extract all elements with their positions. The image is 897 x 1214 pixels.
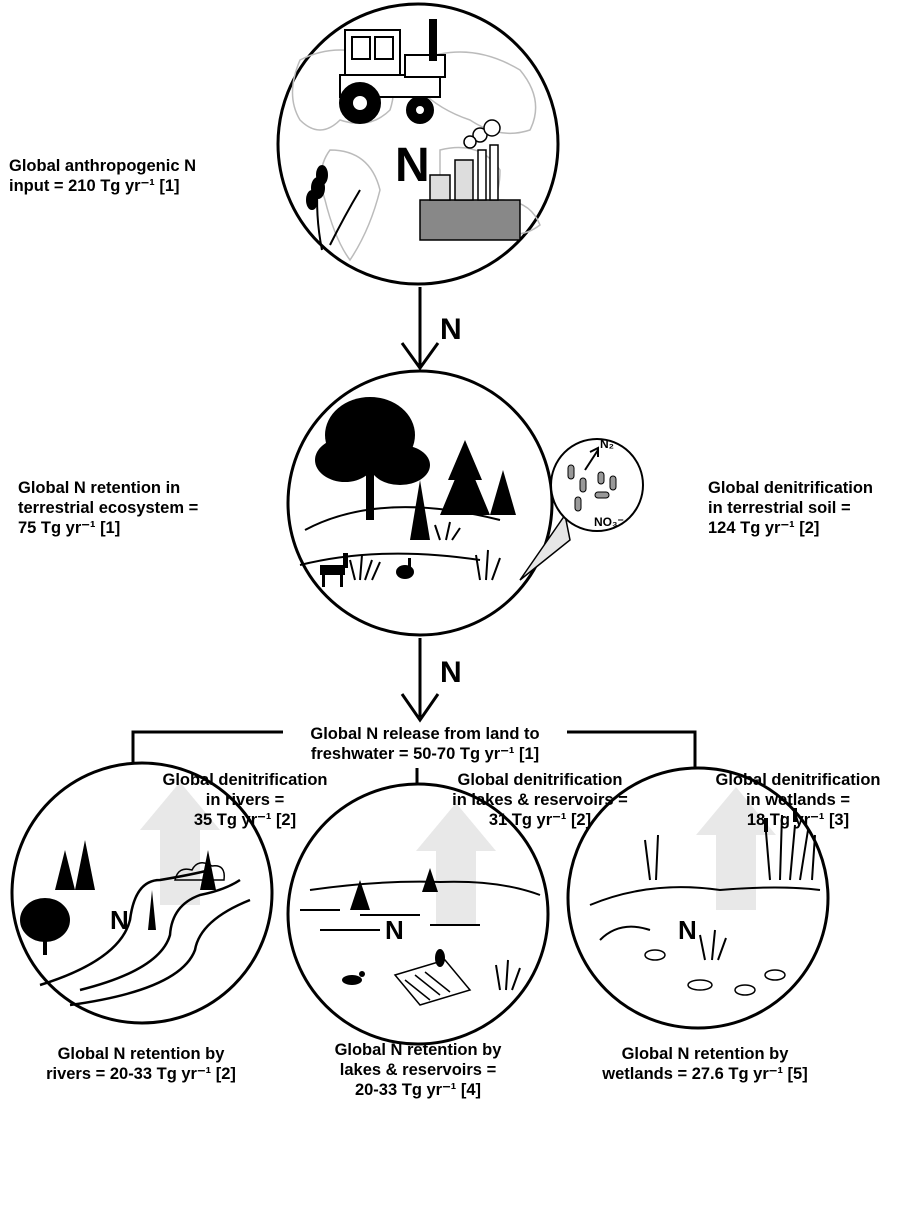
wetlands-circle — [566, 766, 830, 1030]
soil-inset-circle — [550, 438, 644, 532]
grass-icon — [349, 521, 501, 581]
wetlands-denitrification-label: Global denitrification in wetlands = 18 … — [700, 770, 896, 830]
zoom-callout — [519, 513, 571, 581]
lakes-denitrification-label: Global denitrification in lakes & reserv… — [425, 770, 655, 830]
label-line: Global N retention by — [621, 1045, 789, 1063]
rabbit-icon — [396, 558, 414, 579]
label-line: Global N retention by — [57, 1045, 225, 1063]
rivers-circle — [10, 761, 274, 1025]
lily-pad-icon — [644, 949, 786, 996]
arrow2-n-letter: N — [440, 656, 462, 689]
globe-n-letter: N — [395, 139, 430, 192]
label-line: in rivers = — [205, 791, 285, 809]
label-line: 124 Tg yr⁻¹ [2] — [708, 519, 820, 537]
n2-release-arrow — [584, 446, 599, 471]
lakes-circle — [286, 782, 550, 1046]
label-line: terrestrial ecosystem = — [18, 499, 199, 517]
wheat-icon — [306, 165, 361, 251]
global-input-circle — [276, 2, 560, 286]
arrow-input-to-terrestrial — [400, 287, 440, 371]
label-line: lakes & reservoirs = — [339, 1061, 497, 1079]
soil-denitrification-label: Global denitrification in terrestrial so… — [708, 478, 873, 538]
tractor-icon — [339, 19, 446, 124]
tree-icon — [315, 397, 430, 520]
dock-icon — [393, 959, 472, 1006]
label-line: Global denitrification — [457, 771, 623, 789]
lake-shore — [300, 880, 541, 931]
label-line: Global anthropogenic N — [9, 157, 197, 175]
label-line: input = 210 Tg yr⁻¹ [1] — [9, 177, 180, 195]
label-line: Global denitrification — [708, 479, 874, 497]
lakes-n-letter: N — [385, 915, 404, 945]
rivers-denitrification-label: Global denitrification in rivers = 35 Tg… — [135, 770, 355, 830]
lakes-retention-label: Global N retention by lakes & reservoirs… — [298, 1040, 538, 1100]
n2-label: N₂ — [600, 437, 614, 451]
denitrification-arrow — [140, 782, 220, 905]
label-line: Global denitrification — [715, 771, 881, 789]
terrestrial-retention-label: Global N retention in terrestrial ecosys… — [18, 478, 198, 538]
label-line: wetlands = 27.6 Tg yr⁻¹ [5] — [602, 1065, 808, 1083]
label-line: freshwater = 50-70 Tg yr⁻¹ [1] — [310, 745, 540, 763]
label-line: rivers = 20-33 Tg yr⁻¹ [2] — [46, 1065, 236, 1083]
freshwater-release-label: Global N release from land to freshwater… — [280, 724, 570, 764]
duck-icon — [342, 949, 445, 985]
rivers-retention-label: Global N retention by rivers = 20-33 Tg … — [2, 1044, 280, 1084]
label-line: 75 Tg yr⁻¹ [1] — [18, 519, 121, 537]
arrow-terrestrial-to-freshwater — [400, 638, 440, 723]
rivers-n-letter: N — [110, 905, 129, 935]
river-banks — [39, 868, 251, 1007]
conifer-icon — [410, 440, 516, 540]
arrow1-n-letter: N — [440, 313, 462, 346]
cattail-head-icon — [764, 808, 797, 832]
cloud-icon — [174, 862, 225, 881]
label-line: Global N release from land to — [310, 725, 540, 743]
deer-icon — [320, 553, 348, 587]
denitrification-arrow — [416, 803, 496, 926]
factory-icon — [419, 119, 521, 241]
label-line: 20-33 Tg yr⁻¹ [4] — [354, 1081, 482, 1099]
terrestrial-ecosystem-circle — [286, 369, 644, 637]
label-line: Global N retention in — [18, 479, 181, 497]
label-line: in wetlands = — [745, 791, 851, 809]
label-line: 18 Tg yr⁻¹ [3] — [746, 811, 850, 829]
label-line: in lakes & reservoirs = — [452, 791, 628, 809]
wetland-shore — [589, 886, 821, 941]
anthropogenic-input-label: Global anthropogenic N input = 210 Tg yr… — [9, 156, 196, 196]
reed-icon — [495, 959, 521, 991]
label-line: in terrestrial soil = — [708, 499, 851, 517]
wetlands-retention-label: Global N retention by wetlands = 27.6 Tg… — [580, 1044, 830, 1084]
label-line: Global denitrification — [162, 771, 328, 789]
label-line: Global N retention by — [334, 1041, 502, 1059]
wetlands-n-letter: N — [678, 915, 697, 945]
lake-tree-icon — [350, 868, 438, 910]
cattail-icon — [644, 814, 816, 961]
label-line: 35 Tg yr⁻¹ [2] — [193, 811, 297, 829]
no3-label: NO₃⁻ — [594, 515, 624, 529]
label-line: 31 Tg yr⁻¹ [2] — [488, 811, 592, 829]
bacteria-icon — [567, 464, 617, 512]
denitrification-arrow — [696, 787, 776, 910]
